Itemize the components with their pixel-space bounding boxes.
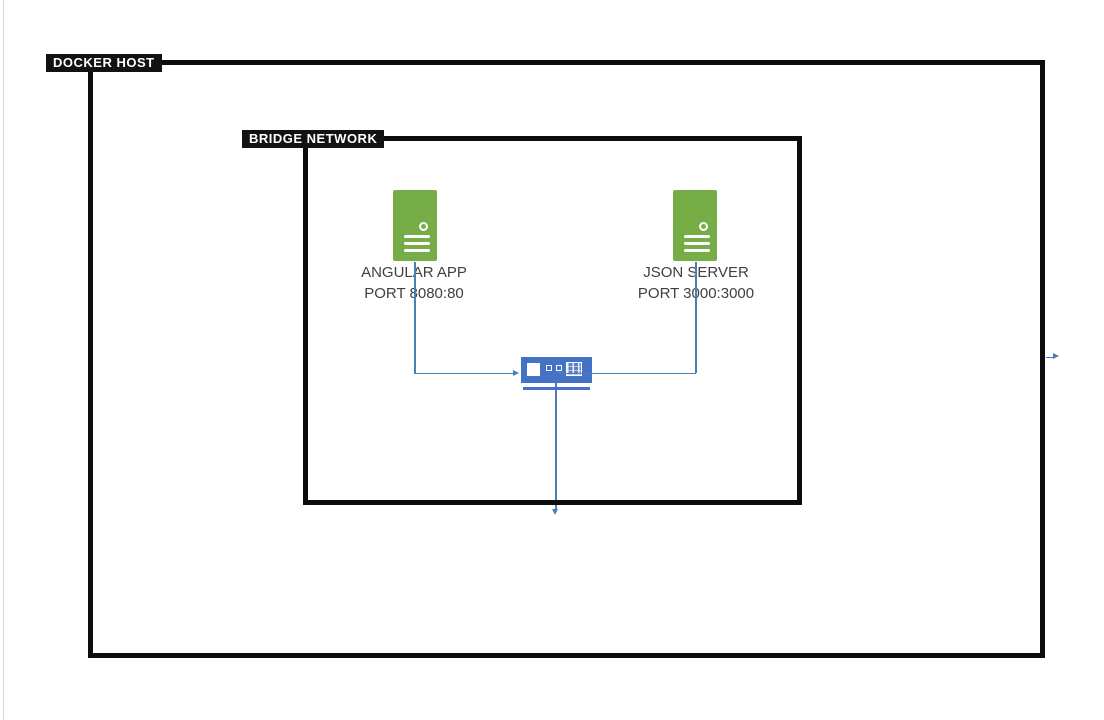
bridge-network-label: BRIDGE NETWORK [242,130,385,148]
arrowhead-icon [551,509,558,515]
server-vent-icon [684,235,710,238]
connector-switch-down[interactable] [555,382,557,510]
network-switch-icon[interactable] [521,357,592,383]
angular-app-port: PORT 8080:80 [364,285,464,302]
server-vent-icon [404,242,430,245]
server-led-icon [419,222,428,231]
server-led-icon [699,222,708,231]
switch-panel-icon [527,363,540,376]
switch-base-line [523,387,590,390]
page-edge-line [3,0,4,720]
arrowhead-icon [513,369,519,376]
connector-host-edge[interactable] [1046,356,1054,358]
server-vent-icon [404,249,430,252]
bridge-network-container[interactable] [303,136,802,505]
connector-angular-to-switch-vertical[interactable] [414,262,416,373]
docker-host-container[interactable] [88,60,1045,658]
arrowhead-icon [1053,353,1059,359]
connector-json-to-switch-vertical[interactable] [695,262,697,373]
docker-host-label: DOCKER HOST [46,54,162,72]
angular-app-server-icon[interactable] [393,190,437,261]
switch-port-icon [546,365,552,371]
server-vent-icon [684,242,710,245]
connector-json-to-switch-horizontal[interactable] [563,372,696,374]
json-server-icon[interactable] [673,190,717,261]
switch-grid-icon [566,362,582,376]
arrowhead-icon [557,369,563,376]
server-vent-icon [404,235,430,238]
server-vent-icon [684,249,710,252]
connector-angular-to-switch-horizontal[interactable] [414,372,514,374]
